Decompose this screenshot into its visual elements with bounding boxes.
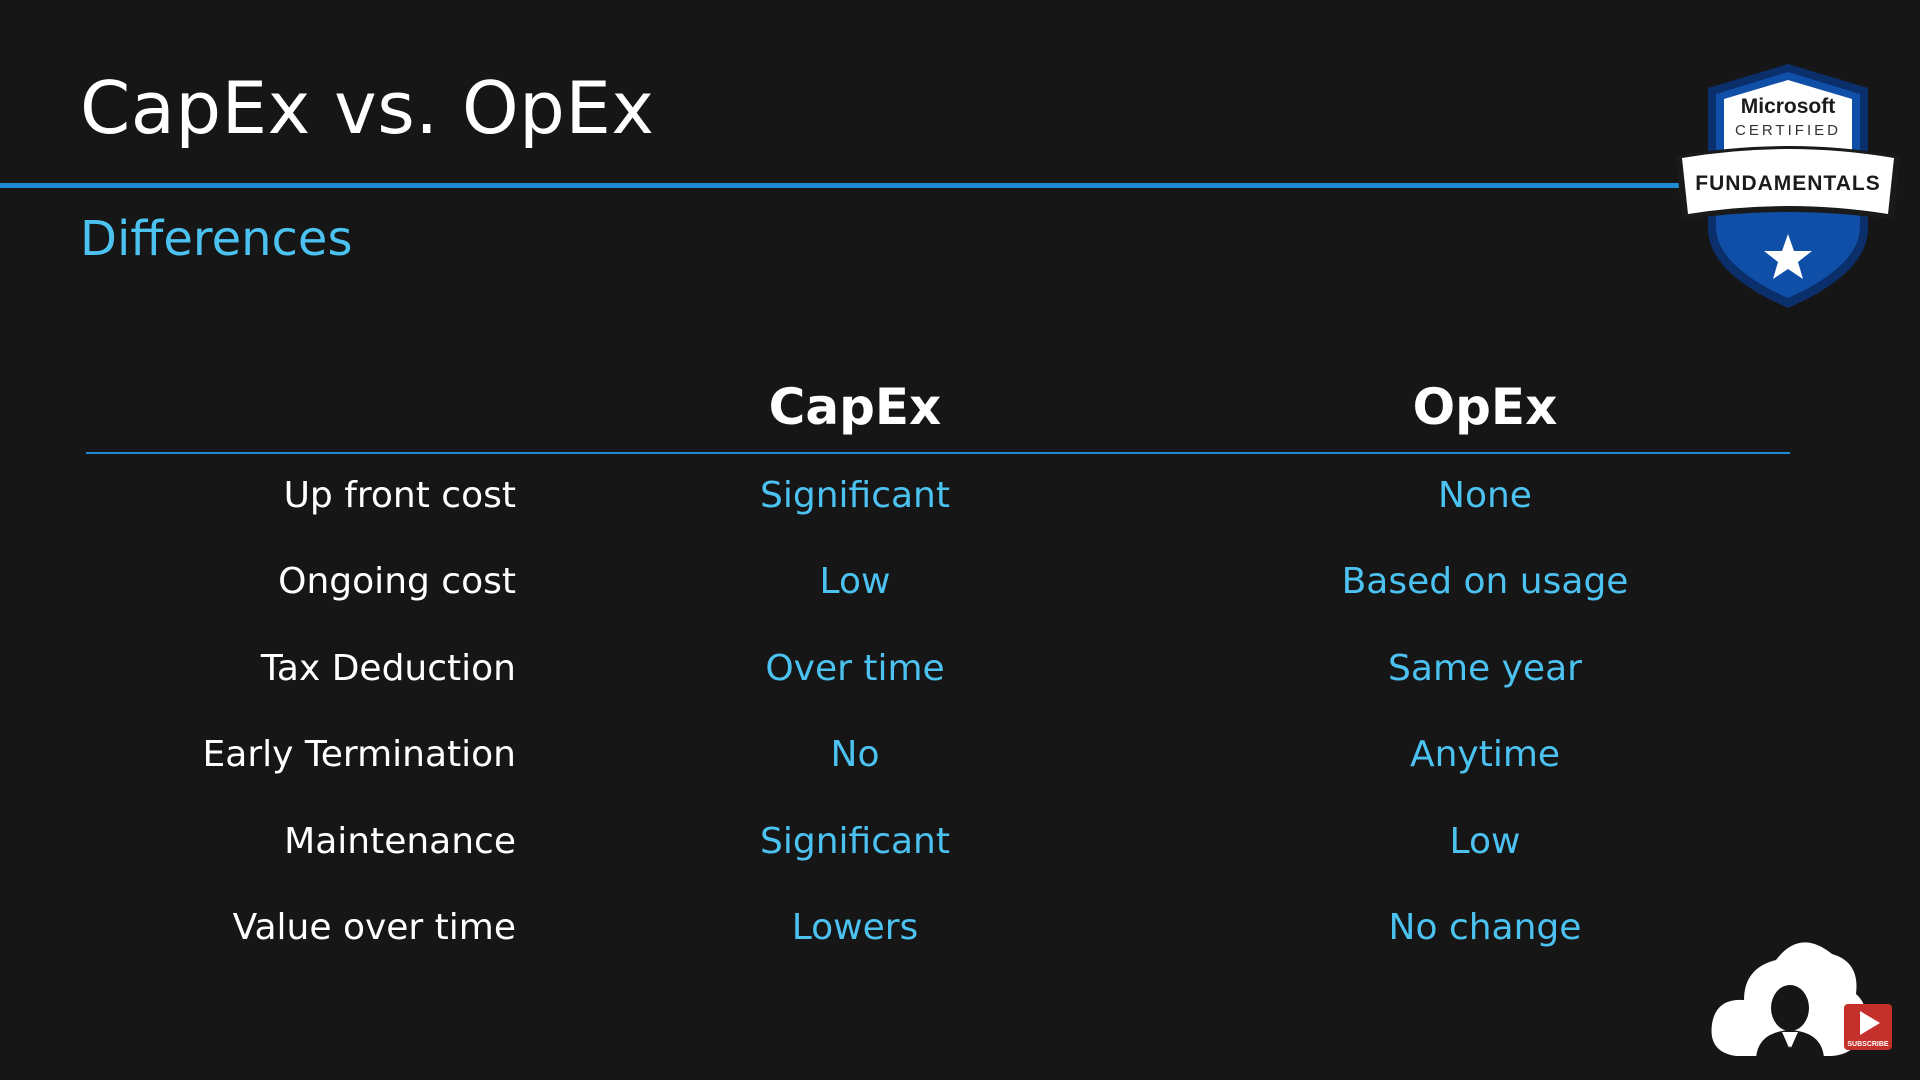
row-label: Ongoing cost xyxy=(278,561,516,603)
table-row: Ongoing cost Low Based on usage xyxy=(0,556,1920,642)
slide-title: CapEx vs. OpEx xyxy=(80,66,655,150)
capex-value: Lowers xyxy=(791,906,919,948)
capex-value: Significant xyxy=(760,820,950,862)
title-divider xyxy=(0,183,1700,188)
play-icon xyxy=(1860,1011,1880,1035)
table-row: Early Termination No Anytime xyxy=(0,729,1920,815)
table-row: Tax Deduction Over time Same year xyxy=(0,643,1920,729)
table-row: Maintenance Significant Low xyxy=(0,816,1920,902)
subscribe-label: SUBSCRIBE xyxy=(1847,1041,1889,1048)
opex-value: Same year xyxy=(1388,647,1582,689)
table-header-divider xyxy=(86,452,1790,454)
row-label: Early Termination xyxy=(202,734,516,776)
badge-fundamentals-text: FUNDAMENTALS xyxy=(1695,172,1880,195)
capex-value: Significant xyxy=(760,475,950,516)
capex-value: No xyxy=(830,734,880,776)
row-label: Value over time xyxy=(232,906,516,948)
slide-subtitle: Differences xyxy=(80,211,353,267)
subscribe-button[interactable]: SUBSCRIBE xyxy=(1843,1003,1893,1051)
row-label: Maintenance xyxy=(284,820,516,862)
comparison-table: Up front cost Significant None Ongoing c… xyxy=(0,470,1920,988)
opex-value: Anytime xyxy=(1409,734,1561,776)
opex-value: No change xyxy=(1388,906,1582,948)
table-row: Up front cost Significant None xyxy=(0,470,1920,556)
table-row: Value over time Lowers No change xyxy=(0,902,1920,988)
badge-microsoft-text: Microsoft xyxy=(1741,95,1836,118)
opex-value: Based on usage xyxy=(1341,561,1629,603)
opex-value: None xyxy=(1438,475,1532,516)
row-label: Tax Deduction xyxy=(260,647,516,689)
cloud-avatar-icon xyxy=(1711,942,1866,1058)
star-icon xyxy=(1764,234,1812,279)
capex-value: Low xyxy=(819,561,891,603)
badge-certified-text: CERTIFIED xyxy=(1735,122,1841,139)
capex-value: Over time xyxy=(765,647,945,689)
column-header-capex: CapEx xyxy=(768,378,942,436)
column-header-opex: OpEx xyxy=(1412,378,1558,436)
certification-badge: Microsoft CERTIFIED FUNDAMENTALS xyxy=(1676,64,1900,308)
opex-value: Low xyxy=(1449,820,1521,862)
row-label: Up front cost xyxy=(283,475,516,516)
